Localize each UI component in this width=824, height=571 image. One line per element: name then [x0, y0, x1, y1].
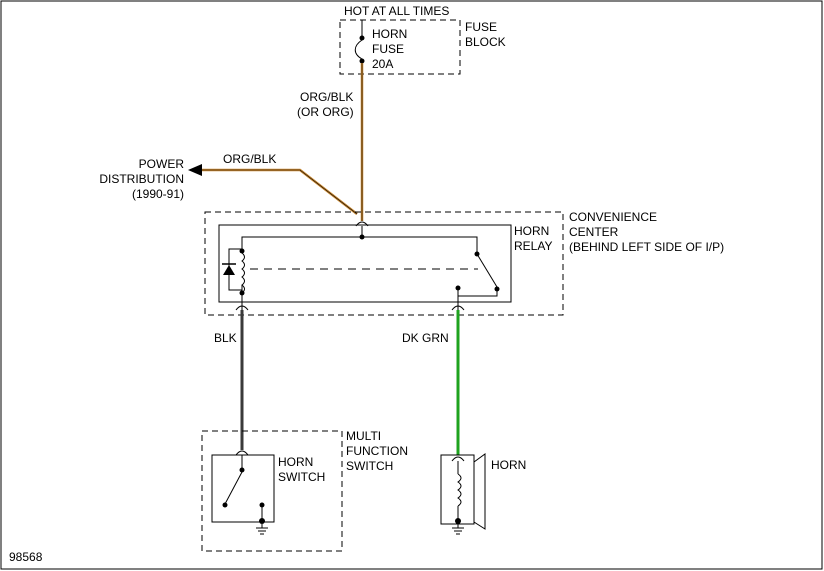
power-distribution-arrow — [188, 164, 202, 176]
fuse-block-box — [339, 19, 461, 75]
org-blk-wire-branch-tracer — [200, 169, 358, 215]
convenience-center-label-line1: CONVENIENCE — [569, 210, 657, 224]
org-blk-wire-branch — [200, 168, 358, 215]
power-distribution-label-line1: POWER — [139, 157, 185, 171]
relay-power-bus — [241, 236, 478, 254]
horn-relay-label-line2: RELAY — [514, 239, 552, 253]
multi-function-switch-label-line1: MULTI — [346, 429, 381, 443]
horn-fuse-symbol — [354, 20, 365, 64]
horn-switch-label-line1: HORN — [278, 455, 313, 469]
convenience-center-label-line2: CENTER — [569, 225, 619, 239]
relay-bottom-left-connector — [235, 295, 249, 311]
multi-function-switch-label-line2: FUNCTION — [346, 444, 408, 458]
relay-power-connector — [355, 221, 369, 240]
dk-grn-label: DK GRN — [402, 331, 449, 345]
fuse-block-label-line2: BLOCK — [465, 35, 506, 49]
horn-coil — [451, 456, 465, 524]
power-distribution-label-line2: DISTRIBUTION — [99, 172, 184, 186]
horn-switch-symbol — [222, 450, 265, 524]
horn-fuse-label-line1: HORN — [372, 27, 407, 41]
horn-relay-box — [218, 224, 512, 303]
horn-label: HORN — [491, 458, 526, 472]
horn-relay-label-line1: HORN — [514, 224, 549, 238]
horn-fuse-label-line3: 20A — [372, 57, 393, 71]
power-distribution-label-line3: (1990-91) — [132, 187, 184, 201]
hot-at-all-times-label: HOT AT ALL TIMES — [344, 4, 449, 18]
multi-function-switch-label-line3: SWITCH — [346, 459, 393, 473]
relay-bottom-right-connector — [451, 285, 465, 311]
org-blk-or-org-label-line2: (OR ORG) — [297, 105, 354, 119]
blk-label: BLK — [214, 331, 237, 345]
multi-function-switch-box — [201, 430, 343, 552]
relay-coil — [239, 248, 245, 296]
horn-fuse-label-line2: FUSE — [372, 42, 404, 56]
horn-switch-label-line2: SWITCH — [278, 470, 325, 484]
org-blk-or-org-label-line1: ORG/BLK — [300, 90, 353, 104]
figure-number: 98568 — [9, 550, 43, 564]
relay-switch-contact — [458, 251, 500, 297]
org-blk-label: ORG/BLK — [223, 152, 276, 166]
convenience-center-box — [204, 211, 564, 316]
convenience-center-label-line3: (BEHIND LEFT SIDE OF I/P) — [569, 240, 724, 254]
relay-diode — [222, 248, 242, 291]
horn-switch-ground-icon — [256, 524, 268, 535]
fuse-block-label-line1: FUSE — [465, 20, 497, 34]
horn-switch-box — [211, 454, 275, 523]
horn-ground-icon — [452, 524, 464, 535]
horn-bell-icon — [473, 453, 486, 530]
